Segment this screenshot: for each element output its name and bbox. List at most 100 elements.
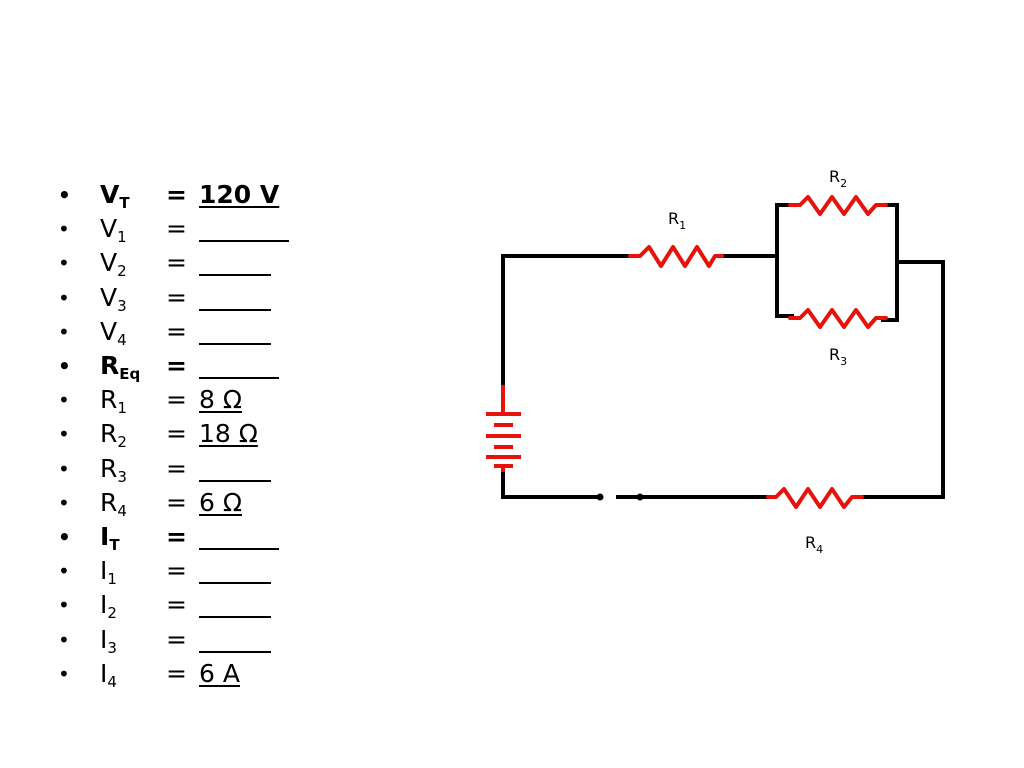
equals-sign: =	[166, 658, 187, 688]
quantity-subscript: 2	[117, 262, 127, 281]
answer-blank	[199, 212, 289, 243]
equals-sign: =	[166, 385, 187, 415]
quantity-row: • I4 = 6 A	[58, 657, 378, 691]
bullet: •	[58, 559, 70, 584]
quantity-subscript: 4	[107, 672, 117, 691]
bullet: •	[58, 525, 71, 549]
equals-sign: =	[166, 453, 187, 483]
wires	[501, 203, 945, 499]
answer-blank	[199, 315, 271, 345]
quantity-value: 6 A	[199, 658, 240, 688]
quantity-symbol: V2	[100, 248, 127, 281]
answer-blank	[199, 246, 271, 277]
quantity-symbol: V3	[100, 282, 127, 315]
quantity-row: • R3 =	[58, 452, 378, 486]
quantity-row: • R4 = 6 Ω	[58, 486, 378, 520]
bullet: •	[58, 627, 70, 652]
bullet: •	[58, 251, 70, 276]
answer-blank	[199, 554, 271, 585]
quantity-row: • V2 =	[58, 246, 378, 280]
equals-sign: =	[166, 590, 187, 620]
equals-sign: =	[166, 556, 187, 586]
equals-sign: =	[166, 624, 187, 654]
answer-blank	[199, 588, 271, 619]
answer-blank	[199, 452, 271, 482]
label-r1: R1	[668, 209, 686, 232]
quantity-value: 6 Ω	[199, 487, 242, 517]
bullet: •	[58, 661, 70, 686]
quantity-subscript: 3	[117, 467, 127, 486]
quantity-subscript: 2	[107, 604, 117, 623]
resistor-r4	[766, 487, 864, 509]
answer-blank	[199, 281, 271, 311]
quantity-symbol: REq	[100, 351, 141, 383]
equals-sign: =	[166, 180, 187, 209]
quantity-value: 18 Ω	[199, 419, 258, 449]
equals-sign: =	[166, 487, 187, 517]
answer-blank	[199, 349, 279, 379]
quantity-symbol: V4	[100, 316, 127, 349]
battery	[486, 385, 521, 472]
quantity-subscript: T	[119, 194, 130, 212]
equals-sign: =	[166, 351, 187, 380]
label-r3: R3	[829, 345, 847, 368]
quantity-subscript: Eq	[119, 365, 141, 383]
quantity-row: • R2 = 18 Ω	[58, 417, 378, 451]
quantity-row: • V1 =	[58, 212, 378, 246]
quantity-row: • R1 = 8 Ω	[58, 383, 378, 417]
quantity-symbol: VT	[100, 180, 130, 212]
bullet: •	[58, 490, 70, 515]
bullet: •	[58, 217, 70, 242]
quantity-subscript: 1	[107, 570, 117, 589]
quantity-row: • V4 =	[58, 315, 378, 349]
quantity-symbol: I1	[100, 556, 117, 589]
quantity-symbol: R2	[100, 419, 127, 452]
quantity-symbol: I4	[100, 658, 117, 691]
quantity-subscript: 2	[117, 433, 127, 452]
quantity-symbol: R1	[100, 385, 127, 418]
resistor-r3	[788, 308, 888, 329]
bullet: •	[58, 285, 70, 310]
quantity-subscript: 3	[107, 638, 117, 657]
label-r2: R2	[829, 167, 847, 190]
quantity-symbol: I2	[100, 590, 117, 623]
quantity-subscript: 1	[117, 399, 127, 418]
bullet: •	[58, 422, 70, 447]
switch-contact-right	[636, 493, 644, 501]
quantity-subscript: 3	[117, 296, 127, 315]
equals-sign: =	[166, 316, 187, 346]
quantity-symbol: IT	[100, 522, 120, 554]
quantity-value: 8 Ω	[199, 385, 242, 415]
quantity-value: 120 V	[199, 180, 280, 209]
bullet: •	[58, 593, 70, 618]
equals-sign: =	[166, 522, 187, 551]
equals-sign: =	[166, 248, 187, 278]
answer-blank	[199, 520, 279, 550]
quantity-subscript: 1	[117, 228, 127, 247]
quantity-symbol: R4	[100, 487, 127, 520]
bullet: •	[58, 319, 70, 344]
quantity-subscript: T	[109, 536, 120, 554]
quantity-row: • IT =	[58, 520, 378, 554]
quantity-row: • VT = 120 V	[58, 178, 378, 212]
equals-sign: =	[166, 282, 187, 312]
bullet: •	[58, 183, 71, 207]
quantity-row: • I2 =	[58, 588, 378, 622]
quantity-symbol: R3	[100, 453, 127, 486]
equals-sign: =	[166, 419, 187, 449]
bullet: •	[58, 354, 71, 378]
quantity-row: • REq =	[58, 349, 378, 383]
quantity-symbol: V1	[100, 214, 127, 247]
bullet: •	[58, 388, 70, 413]
resistor-r2	[788, 195, 888, 216]
quantity-symbol: I3	[100, 624, 117, 657]
switch-contact-left	[596, 493, 604, 501]
quantity-row: • V3 =	[58, 281, 378, 315]
answer-blank	[199, 623, 271, 653]
equals-sign: =	[166, 214, 187, 244]
resistor-r1	[628, 245, 724, 268]
label-r4: R4	[805, 533, 823, 556]
quantity-row: • I1 =	[58, 554, 378, 588]
bullet: •	[58, 456, 70, 481]
